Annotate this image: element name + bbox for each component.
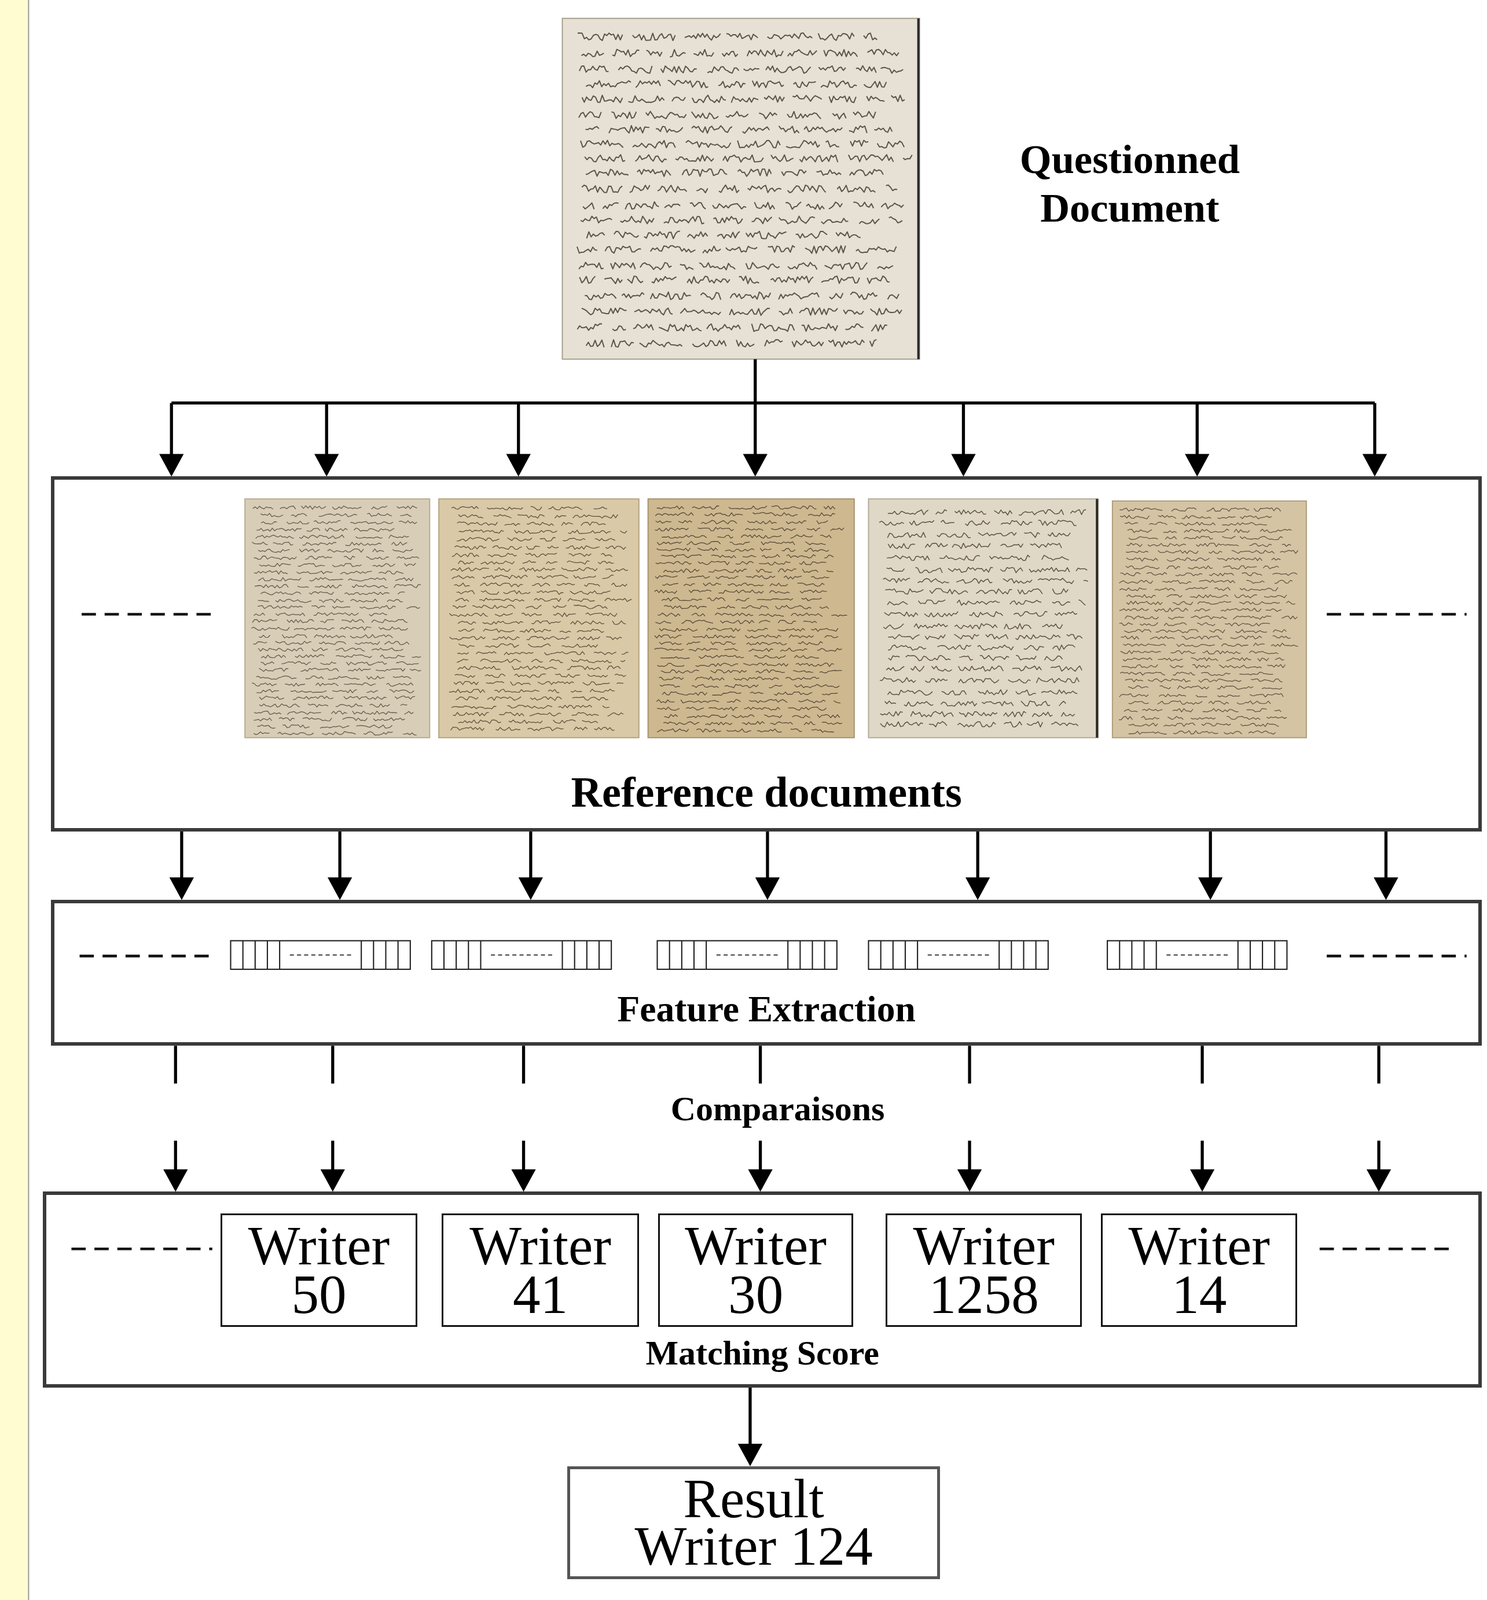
- paper-sheet: [244, 498, 430, 739]
- writer-label: Writer 1258: [902, 1221, 1066, 1320]
- paper-sheet: [1112, 501, 1307, 739]
- handwriting: [251, 505, 421, 736]
- panel-title: Reference documents: [54, 768, 1479, 818]
- writer-box: Writer 41: [441, 1213, 639, 1328]
- arrowhead: [738, 1444, 763, 1467]
- reference-panel: Reference documents: [50, 476, 1482, 832]
- ellipsis-dashes: [71, 1247, 212, 1251]
- connector: [163, 1045, 1391, 1192]
- arrowhead: [169, 877, 1399, 901]
- page-edge: [917, 18, 920, 360]
- edge-label: Comparaisons: [666, 1088, 890, 1130]
- matching-panel: Matching Score Writer 50 Writer 41 Writer 3…: [42, 1191, 1482, 1389]
- handwriting: [654, 505, 847, 733]
- writer-box: Writer 1258: [885, 1213, 1082, 1328]
- writer-label: Writer 50: [237, 1221, 401, 1320]
- edge-label-holder: Comparaisons: [471, 1088, 1085, 1130]
- handwriting: [577, 32, 913, 348]
- ellipsis-dashes: [79, 955, 218, 958]
- paper-sheet: [438, 498, 640, 739]
- feature-vector: [1107, 941, 1287, 970]
- feature-vector: [431, 941, 612, 970]
- ellipsis-dashes: [81, 612, 220, 616]
- connector-line: [171, 359, 1375, 460]
- questioned-document: Questionned Document: [562, 18, 920, 360]
- manuscript-page: [438, 498, 640, 739]
- connector: [169, 831, 1399, 901]
- connector: [159, 359, 1387, 477]
- handwriting: [1118, 508, 1298, 735]
- connector-line: [748, 1388, 752, 1449]
- writer-box: Writer 14: [1100, 1213, 1298, 1328]
- feature-vector: [868, 941, 1048, 970]
- result-box: Result Writer 124: [567, 1466, 941, 1581]
- page-frame: [28, 0, 1487, 1600]
- result-label: Result Writer 124: [618, 1476, 890, 1570]
- arrowhead: [159, 454, 1387, 477]
- writer-box: Writer 30: [658, 1213, 854, 1328]
- handwriting: [449, 506, 633, 731]
- manuscript-page: [562, 18, 920, 360]
- writer-box: Writer 50: [220, 1213, 418, 1328]
- paper-sheet: [562, 18, 920, 360]
- feature-vector: [230, 941, 410, 970]
- writer-label: Writer 14: [1117, 1221, 1281, 1320]
- manuscript-page: [244, 498, 430, 739]
- connector-line: [175, 1045, 1379, 1174]
- manuscript-page: [1112, 501, 1307, 739]
- paper-sheet: [868, 498, 1099, 739]
- connector: [738, 1388, 763, 1467]
- arrowhead: [163, 1169, 1391, 1193]
- handwriting: [879, 509, 1089, 728]
- ellipsis-dashes: [1326, 612, 1467, 616]
- connector-line: [181, 831, 1387, 883]
- ellipsis-dashes: [1326, 955, 1467, 958]
- manuscript-page: [868, 498, 1099, 739]
- paper-sheet: [648, 498, 855, 739]
- document-label: Questionned Document: [976, 134, 1283, 233]
- panel-title: Matching Score: [46, 1333, 1479, 1375]
- page-edge: [1095, 498, 1099, 739]
- feature-panel: Feature Extraction: [50, 900, 1482, 1046]
- writer-label: Writer 41: [459, 1221, 623, 1320]
- writer-label: Writer 30: [674, 1221, 838, 1320]
- panel-title: Feature Extraction: [54, 988, 1479, 1031]
- feature-vector: [657, 941, 837, 970]
- ellipsis-dashes: [1319, 1247, 1458, 1251]
- manuscript-page: [648, 498, 855, 739]
